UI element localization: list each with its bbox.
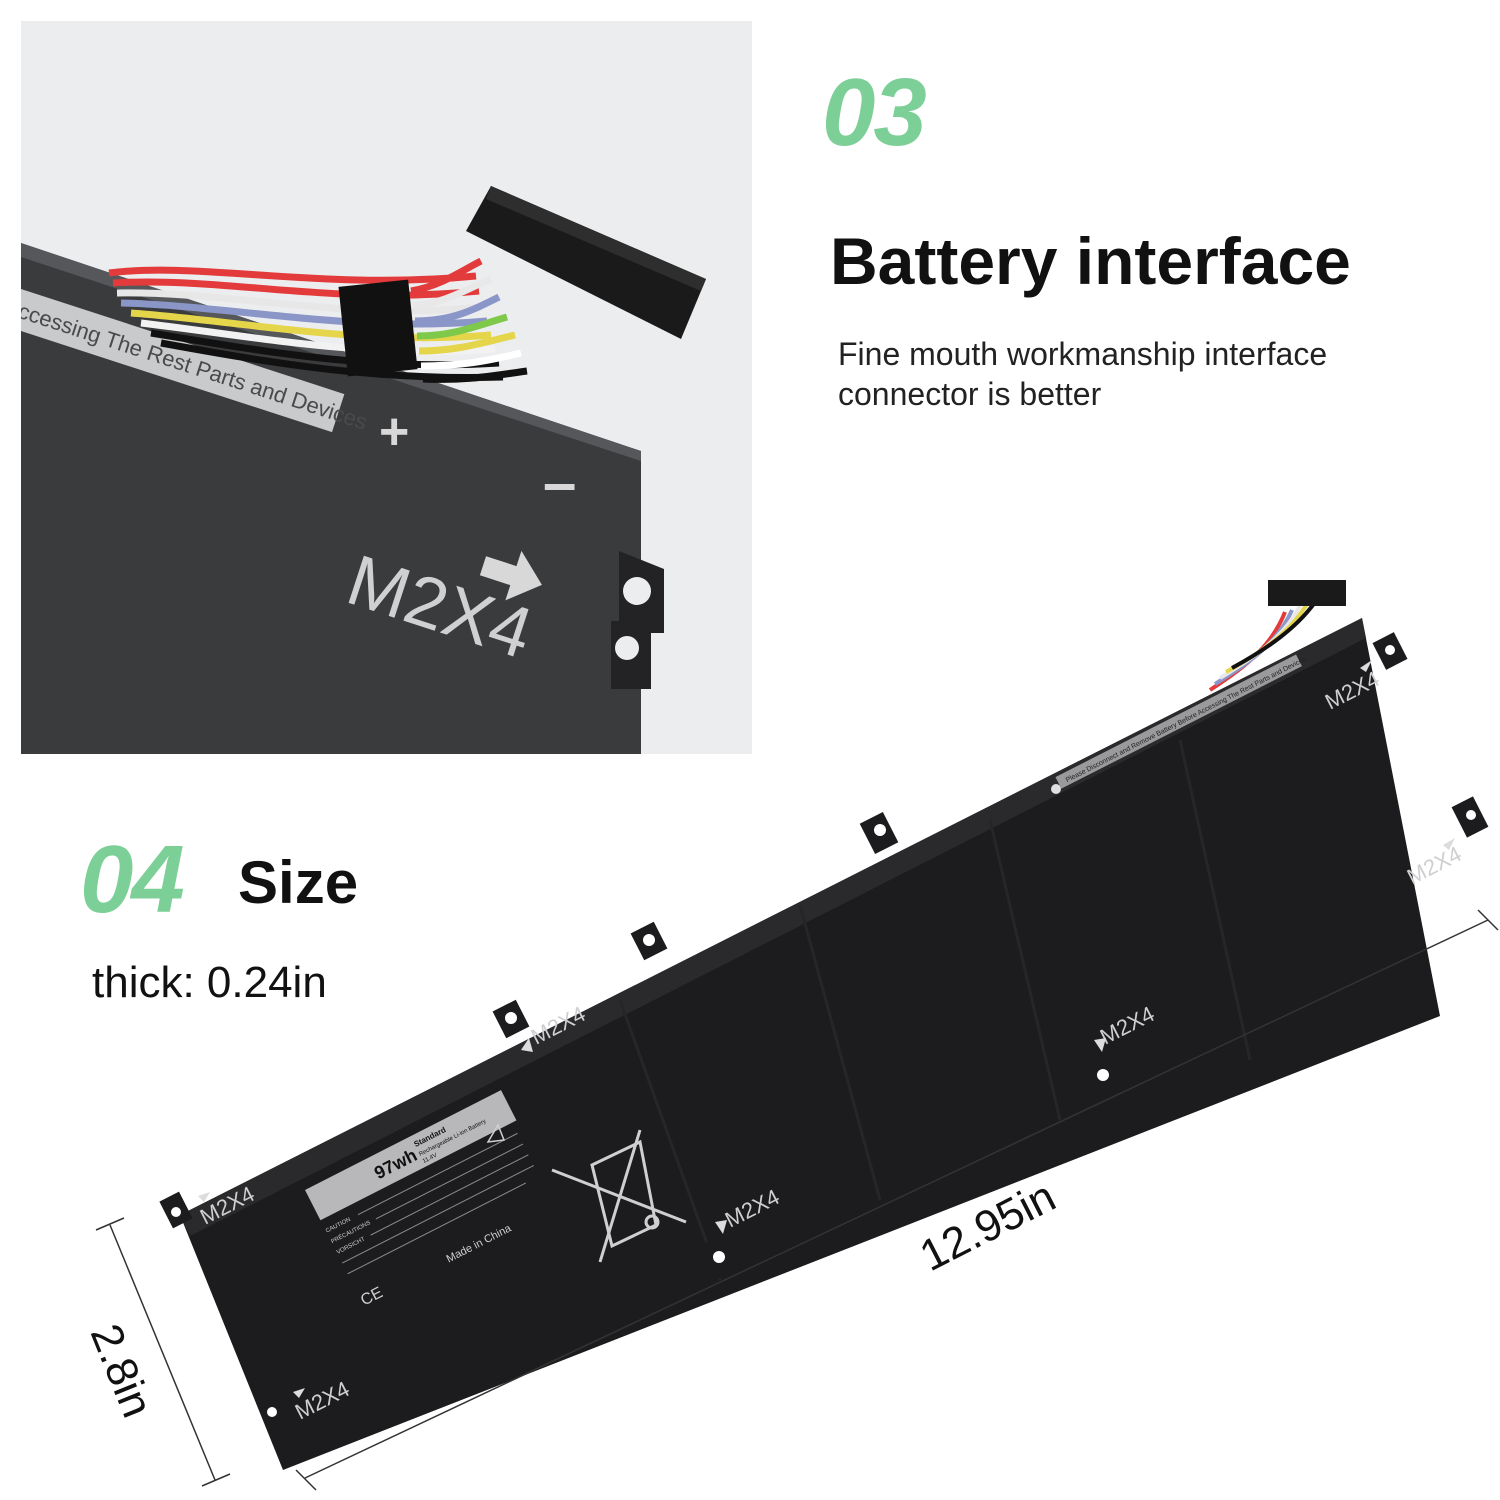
screw-arrow-icons	[198, 660, 1455, 1398]
battery-body	[180, 618, 1440, 1470]
mounting-bracket	[611, 551, 664, 689]
section-03-title: Battery interface	[830, 224, 1351, 298]
plus-symbol: +	[379, 403, 409, 461]
width-dimension: 2.8in	[81, 1317, 162, 1424]
connector-housing	[466, 186, 706, 339]
battery-connector	[1268, 580, 1346, 606]
battery-wire-harness	[1208, 596, 1320, 692]
dimension-lines	[95, 909, 1499, 1491]
wire-harness	[108, 266, 504, 382]
screw-label-right: M2X4	[1403, 841, 1466, 889]
section-03-description-line2: connector is better	[838, 376, 1102, 412]
arrow-right-icon	[479, 550, 542, 601]
crossed-bin-icon	[551, 1129, 687, 1263]
connector-plug	[410, 257, 528, 383]
section-04-title: Size	[238, 849, 359, 916]
thickness-label: thick: 0.24in	[92, 958, 327, 1007]
section-04-number: 04	[80, 826, 185, 933]
wire-sleeve	[338, 279, 418, 377]
section-03-number: 03	[822, 59, 927, 166]
info-icon	[1051, 784, 1061, 794]
minus-symbol: –	[543, 449, 576, 516]
section-03-description-line1: Fine mouth workmanship interface	[838, 336, 1328, 372]
warning-triangle-icon	[486, 1123, 506, 1143]
connector-closeup-photo: Accessing The Rest Parts and Devices + –…	[21, 21, 752, 754]
